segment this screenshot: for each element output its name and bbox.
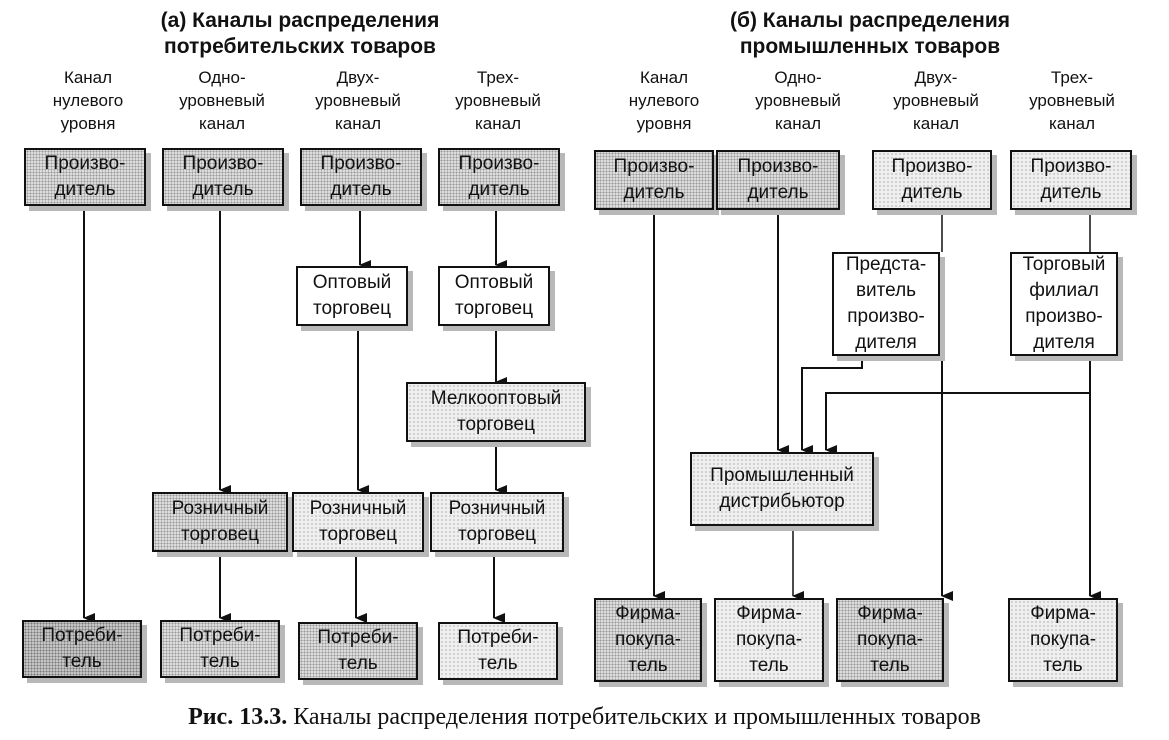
b3-buyer-box: Фирма-покупа-тель [1008,598,1118,682]
box-text: Потреби-тель [317,627,399,674]
b0-buyer-box: Фирма-покупа-тель [594,598,702,682]
a0-producer-box: Произво-дитель [24,148,146,206]
b2-representative-box: Предста- витель произво- дителя [832,252,940,356]
header-line: уровневый [179,91,265,110]
b1-buyer-box: Фирма-покупа-тель [714,598,824,682]
header-line: Канал [63,68,113,87]
box-text: Произво-дитель [44,153,126,200]
header-line: уровня [636,114,692,133]
box-text: Потреби-тель [41,625,123,672]
box-text: Фирма-покупа-тель [1029,603,1097,676]
header-line: уровневый [315,91,401,110]
header-line: канал [334,114,382,133]
panel-a-title-line2: потребительских товаров [164,35,436,58]
panel-a-title: (а) Каналы распределения потребительских… [60,8,540,60]
figure-label: Рис. 13.3. [188,704,288,730]
header-line: канал [774,114,822,133]
header-line: нулевого [52,91,124,110]
header-line: канал [474,114,522,133]
box-text: Потреби-тель [179,625,261,672]
panel-a-col-two-level-header: Двух- уровневый канал [288,66,428,135]
arrow-b3-branch-distributor [825,392,1090,455]
box-text: Предста- витель произво- дителя [845,254,927,353]
header-line: канал [1048,114,1096,133]
figure-caption-text: Каналы распределения потребительских и п… [287,704,981,730]
b3-producer-box: Произво-дитель [1010,150,1132,210]
box-text: Произво-дитель [613,156,695,203]
b3-sales-branch-box: Торговый филиал произво- дителя [1010,252,1118,356]
box-text: Потреби-тель [457,627,539,674]
panel-b-title-line1: (б) Каналы распределения [730,9,1010,32]
panel-a-title-line1: (а) Каналы распределения [160,9,440,32]
header-line: уровневый [1029,91,1115,110]
header-line: Одно- [774,68,822,87]
header-line: уровневый [755,91,841,110]
a1-consumer-box: Потреби-тель [160,620,280,678]
panel-a-col-zero-level-header: Канал нулевого уровня [18,66,158,135]
header-line: Трех- [1050,68,1094,87]
header-line: Канал [639,68,689,87]
box-text: Торговый филиал произво- дителя [1022,254,1106,353]
box-text: Фирма-покупа-тель [735,603,803,676]
panel-b-col-zero-level-header: Канал нулевого уровня [594,66,734,135]
header-line: канал [198,114,246,133]
panel-b-title: (б) Каналы распределения промышленных то… [630,8,1110,60]
header-line: Трех- [476,68,520,87]
panel-a-col-three-level-header: Трех- уровневый канал [428,66,568,135]
header-line: нулевого [628,91,700,110]
box-text: Произво-дитель [737,156,819,203]
b2-buyer-box: Фирма-покупа-тель [836,598,944,682]
panel-a-col-one-level-header: Одно- уровневый канал [152,66,292,135]
box-text: Фирма-покупа-тель [614,603,682,676]
header-line: Двух- [336,68,380,87]
header-line: Одно- [198,68,246,87]
box-text: Произво-дитель [458,153,540,200]
header-line: уровня [60,114,116,133]
header-line: уровневый [893,91,979,110]
box-text: Произво-дитель [182,153,264,200]
b2-producer-box: Произво-дитель [872,150,992,210]
header-line: Двух- [914,68,958,87]
a0-consumer-box: Потреби-тель [22,620,142,678]
box-text: Произво-дитель [320,153,402,200]
a3-consumer-box: Потреби-тель [438,622,558,680]
b0-producer-box: Произво-дитель [594,150,714,210]
header-line: уровневый [455,91,541,110]
a2-consumer-box: Потреби-тель [298,622,418,680]
panel-b-col-two-level-header: Двух- уровневый канал [866,66,1006,135]
box-text: Произво-дитель [1030,156,1112,203]
figure-caption: Рис. 13.3. Каналы распределения потребит… [0,704,1169,731]
box-text: Произво-дитель [891,156,973,203]
arrow-b2-representative-distributor [801,356,863,455]
panel-b-col-one-level-header: Одно- уровневый канал [728,66,868,135]
header-line: канал [912,114,960,133]
box-text: Фирма-покупа-тель [856,603,924,676]
b1-producer-box: Произво-дитель [716,150,840,210]
panel-b-col-three-level-header: Трех- уровневый канал [1002,66,1142,135]
a1-producer-box: Произво-дитель [162,148,284,206]
a2-producer-box: Произво-дитель [300,148,422,206]
panel-b-title-line2: промышленных товаров [739,35,1001,58]
a3-producer-box: Произво-дитель [438,148,560,206]
